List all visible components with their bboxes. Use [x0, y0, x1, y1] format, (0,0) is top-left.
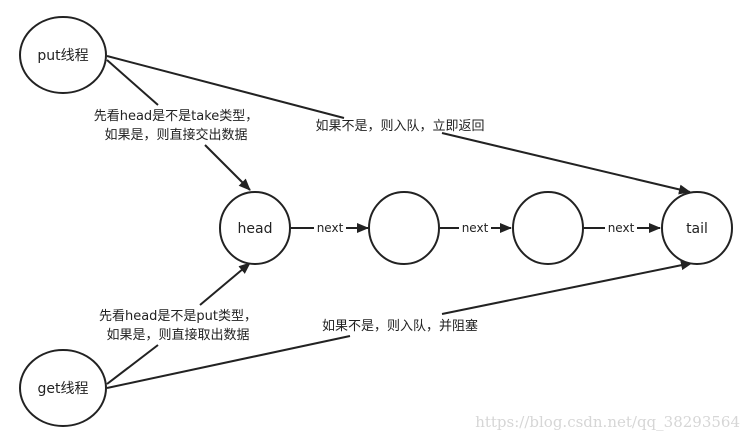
- put-thread-label: put线程: [37, 48, 88, 64]
- head-label: head: [238, 221, 273, 237]
- edge-put-to-tail-2: [441, 132, 691, 195]
- middle-node-1: [368, 191, 440, 265]
- put-to-tail-label: 如果不是，则入队，立即返回: [315, 118, 484, 134]
- get-thread-node: [19, 349, 107, 427]
- head-node: [219, 191, 291, 265]
- edge-get-to-tail: [106, 335, 351, 389]
- edge-get-to-head-2: [106, 344, 159, 385]
- next-label-2: next: [462, 221, 489, 235]
- edge-get-to-head: [199, 262, 251, 306]
- get-to-tail-label: 如果不是，则入队，并阻塞: [322, 318, 478, 334]
- put-to-head-label-line1: 先看head是不是take类型，: [94, 108, 259, 124]
- edge-put-to-head-2: [204, 144, 251, 191]
- next-label-3: next: [608, 221, 635, 235]
- get-thread-label: get线程: [38, 381, 89, 397]
- edge-get-to-tail-2: [441, 260, 693, 315]
- edge-put-to-tail: [106, 55, 345, 119]
- put-thread-node: [19, 16, 107, 94]
- next-label-1: next: [317, 221, 344, 235]
- tail-label: tail: [686, 221, 708, 237]
- get-to-head-label-line2: 如果是，则直接取出数据: [106, 327, 249, 343]
- middle-node-2: [512, 191, 584, 265]
- get-to-head-label-line1: 先看head是不是put类型，: [99, 308, 257, 324]
- watermark: https://blog.csdn.net/qq_38293564: [475, 413, 740, 431]
- tail-node: [661, 191, 733, 265]
- edge-put-to-head: [106, 59, 159, 106]
- put-to-head-label-line2: 如果是，则直接交出数据: [104, 127, 247, 143]
